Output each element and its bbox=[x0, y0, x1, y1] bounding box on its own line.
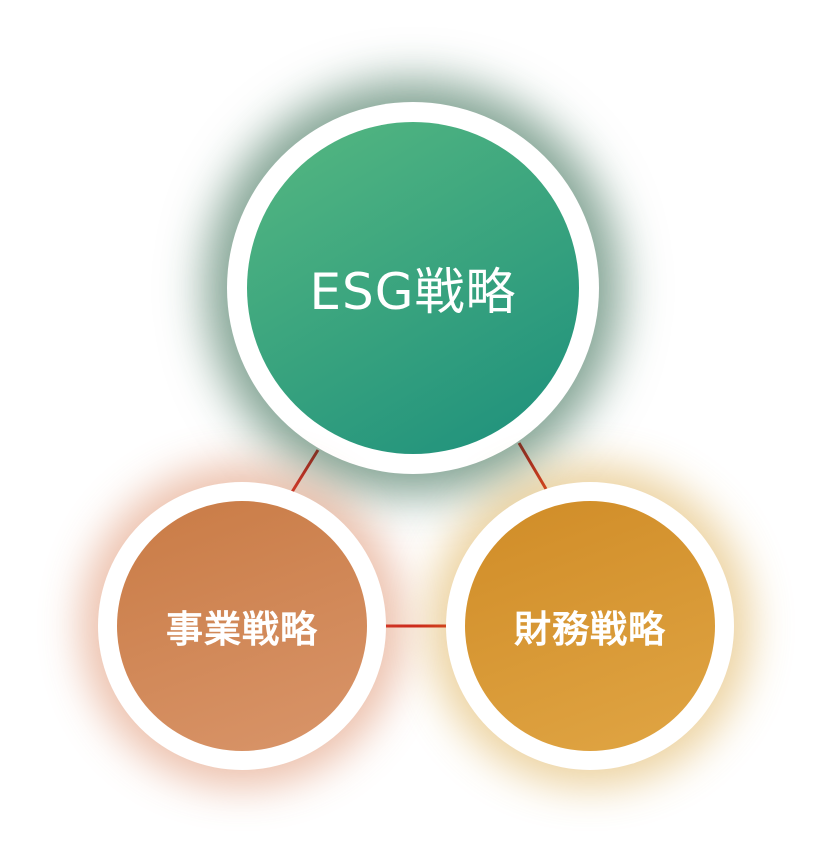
finance-strategy-circle: 財務戦略 bbox=[465, 501, 715, 751]
esg-strategy-label: ESG戦略 bbox=[309, 263, 517, 321]
connector-esg-finance bbox=[517, 442, 548, 490]
connector-esg-business bbox=[290, 449, 320, 493]
business-strategy-circle: 事業戦略 bbox=[117, 501, 367, 751]
esg-strategy-node: ESG戦略 bbox=[227, 102, 599, 474]
finance-strategy-label: 財務戦略 bbox=[514, 608, 666, 651]
business-strategy-label: 事業戦略 bbox=[166, 608, 318, 651]
business-strategy-node: 事業戦略 bbox=[98, 482, 386, 770]
esg-strategy-circle: ESG戦略 bbox=[247, 122, 579, 454]
finance-strategy-node: 財務戦略 bbox=[446, 482, 734, 770]
